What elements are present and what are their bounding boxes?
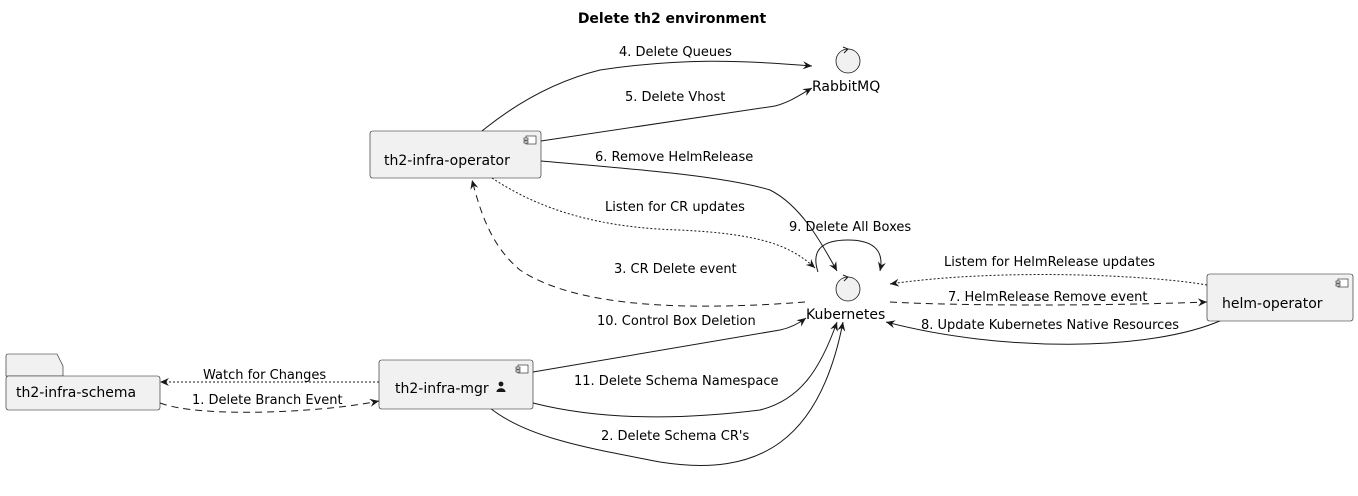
node-th2-infra-schema: th2-infra-schema xyxy=(5,353,161,411)
edge-label-listen-helmrelease-updates: Listem for HelmRelease updates xyxy=(944,255,1155,270)
edge-label-listen-cr-updates: Listen for CR updates xyxy=(605,200,745,215)
edge-label-update-native-resources: 8. Update Kubernetes Native Resources xyxy=(921,318,1179,333)
node-th2-infra-operator: th2-infra-operator xyxy=(369,130,542,179)
person-icon xyxy=(496,381,506,392)
node-th2-infra-mgr: th2-infra-mgr xyxy=(378,359,534,410)
component-icon xyxy=(523,135,537,145)
edge-listen-cr-updates xyxy=(491,177,816,269)
node-label-helm-operator: helm-operator xyxy=(1222,296,1323,312)
edge-label-delete-branch-event: 1. Delete Branch Event xyxy=(192,393,343,408)
edge-label-remove-helmrelease: 6. Remove HelmRelease xyxy=(595,150,753,165)
edge-remove-helmrelease xyxy=(540,160,838,272)
edge-label-helmrelease-remove-event: 7. HelmRelease Remove event xyxy=(948,290,1147,305)
edge-delete-schema-namespace xyxy=(532,321,838,418)
control-icon xyxy=(835,46,861,74)
edge-control-box-deletion xyxy=(532,317,807,373)
diagram-title: Delete th2 environment xyxy=(578,11,767,27)
edge-label-delete-schema-namespace: 11. Delete Schema Namespace xyxy=(574,374,779,389)
control-icon xyxy=(835,274,861,302)
edge-delete-schema-crs xyxy=(489,321,846,466)
edge-label-cr-delete-event: 3. CR Delete event xyxy=(614,262,737,277)
edge-cr-delete-event xyxy=(470,179,806,307)
edge-label-watch-for-changes: Watch for Changes xyxy=(203,368,326,383)
edge-label-delete-queues: 4. Delete Queues xyxy=(619,45,732,60)
edge-helmrelease-remove-event xyxy=(889,298,1208,307)
component-icon xyxy=(515,364,529,374)
folder-icon xyxy=(5,353,64,377)
edge-label-delete-vhost: 5. Delete Vhost xyxy=(625,90,725,105)
node-label-th2-infra-operator: th2-infra-operator xyxy=(384,153,510,169)
node-label-th2-infra-schema: th2-infra-schema xyxy=(16,385,136,401)
node-label-kubernetes: Kubernetes xyxy=(806,307,885,323)
edge-update-native-resources xyxy=(885,319,1223,345)
edge-label-delete-all-boxes: 9. Delete All Boxes xyxy=(789,220,911,235)
edge-delete-queues xyxy=(481,60,813,132)
edge-delete-all-boxes xyxy=(815,239,886,273)
node-kubernetes: Kubernetes xyxy=(806,274,885,323)
edge-label-delete-schema-crs: 2. Delete Schema CR's xyxy=(601,429,749,444)
edge-delete-branch-event xyxy=(159,398,380,413)
component-icon xyxy=(1335,278,1349,288)
edge-listen-helmrelease-updates xyxy=(889,274,1208,287)
edge-delete-vhost xyxy=(540,87,813,142)
node-rabbitmq: RabbitMQ xyxy=(812,46,880,95)
node-helm-operator: helm-operator xyxy=(1206,273,1354,322)
node-label-th2-infra-mgr: th2-infra-mgr xyxy=(395,381,489,397)
node-label-rabbitmq: RabbitMQ xyxy=(812,79,880,95)
edge-label-control-box-deletion: 10. Control Box Deletion xyxy=(597,314,756,329)
